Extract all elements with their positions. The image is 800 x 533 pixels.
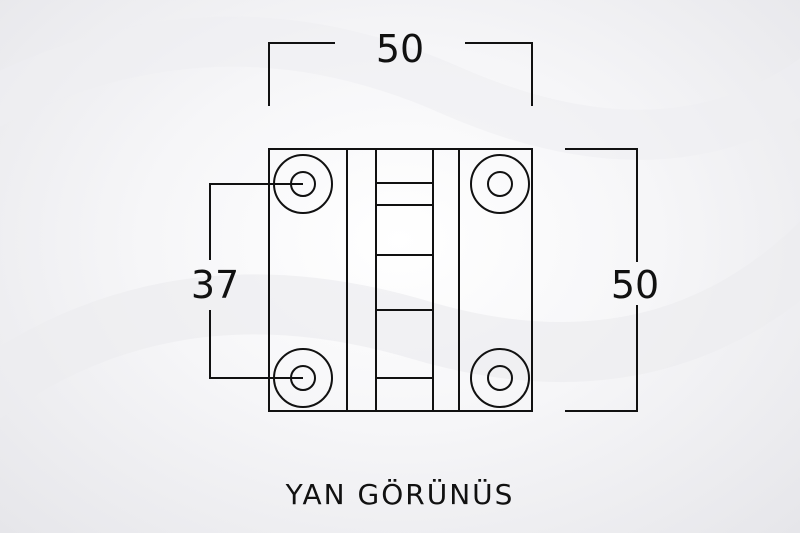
- width-dimension-label: 50: [375, 27, 425, 71]
- right-dimension-line: [565, 148, 638, 412]
- view-caption: YAN GÖRÜNÜS: [285, 478, 515, 511]
- height-dimension-label: 50: [610, 263, 660, 307]
- screw-hole-top-right: [470, 154, 530, 214]
- hinge-outline: [268, 148, 533, 412]
- screw-hole-bottom-left: [273, 348, 333, 408]
- screw-hole-bottom-right: [470, 348, 530, 408]
- hole-spacing-label: 37: [190, 263, 240, 307]
- screw-hole-top-left: [273, 154, 333, 214]
- top-dimension-line: [268, 42, 533, 106]
- left-dimension-line: [209, 183, 303, 379]
